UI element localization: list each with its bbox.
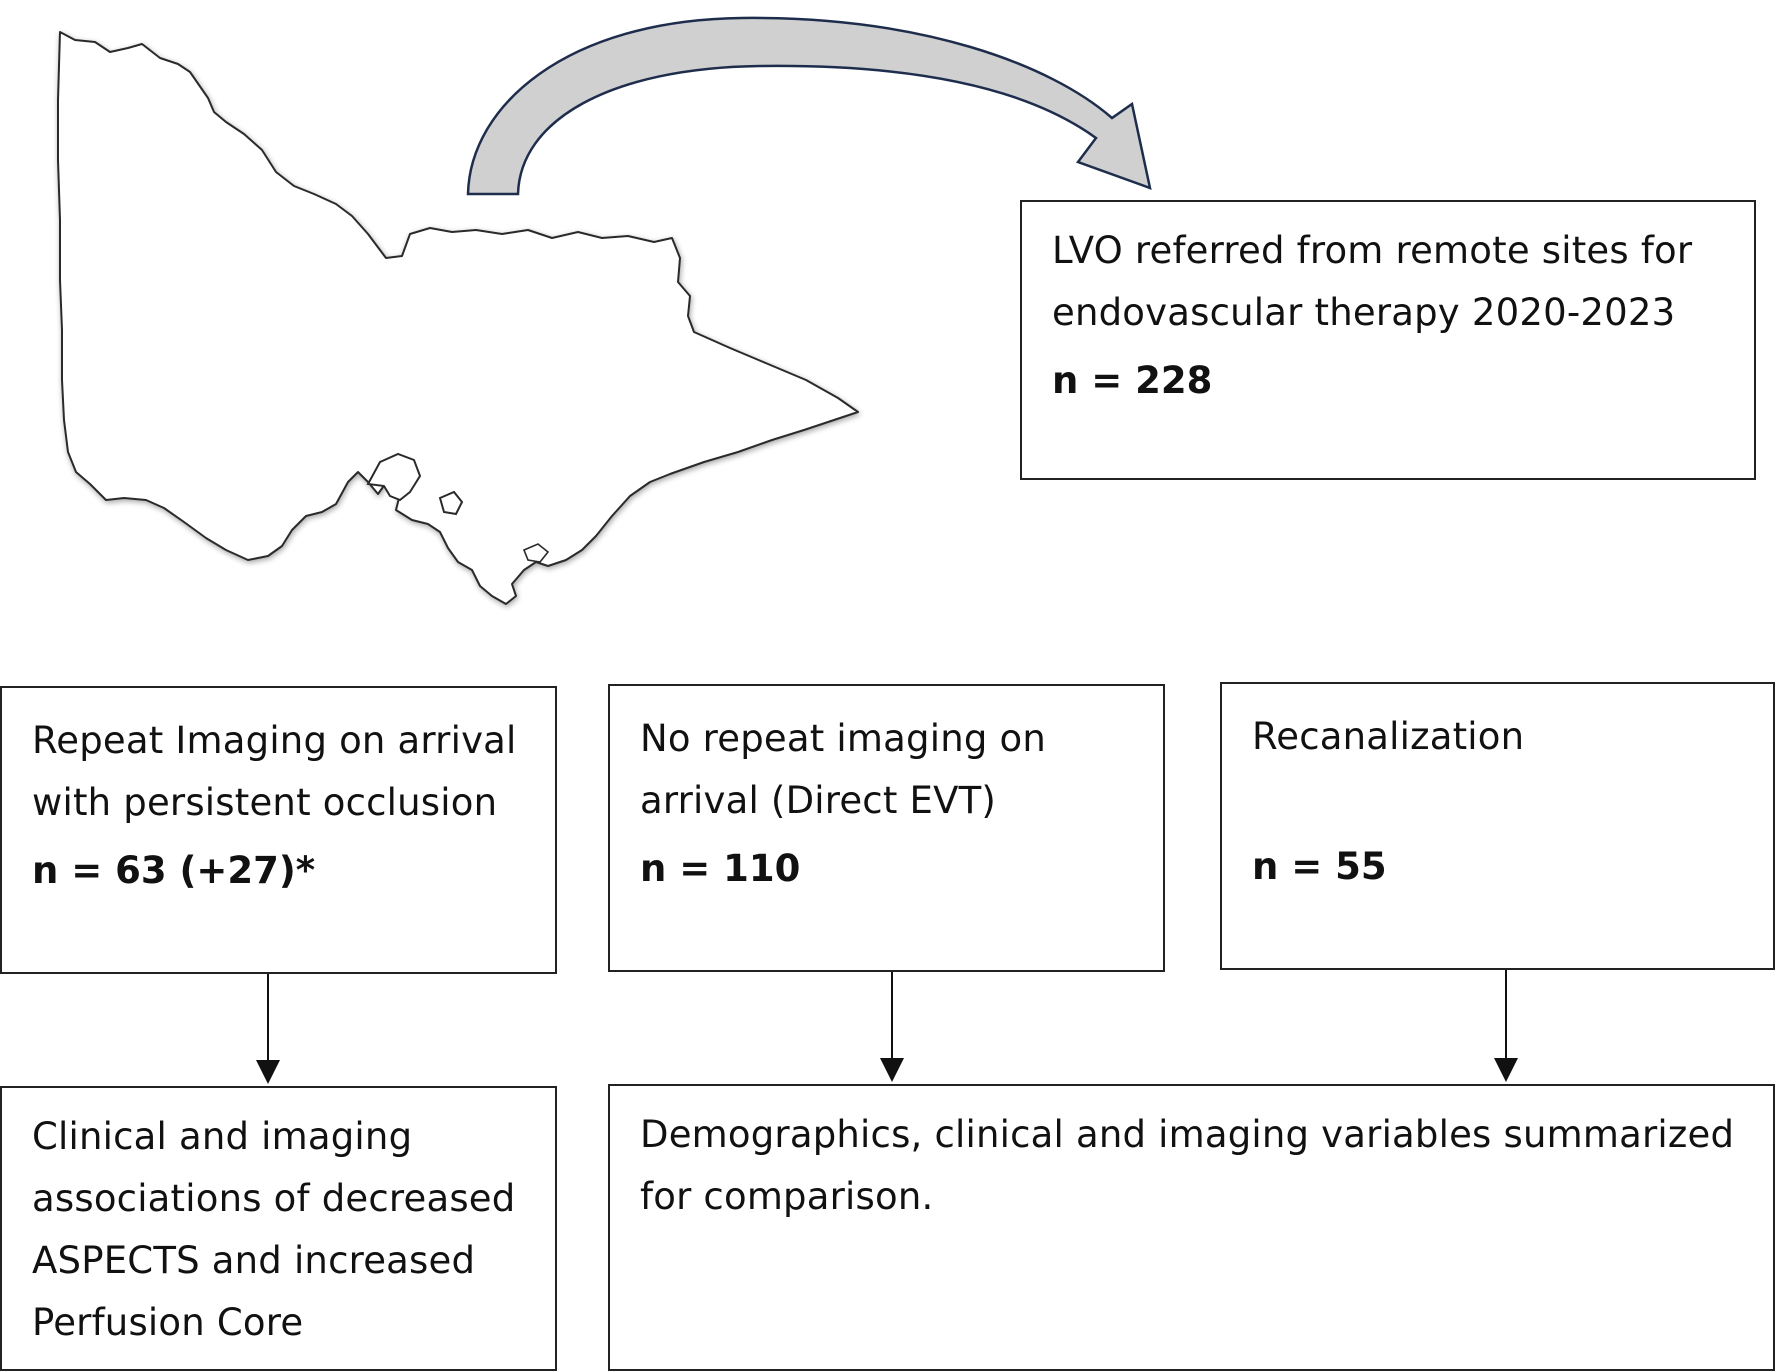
repeat-imaging-count: n = 63 (+27)* (32, 849, 316, 892)
repeat-imaging-box: Repeat Imaging on arrival with persisten… (0, 686, 557, 974)
western-port-inlet (438, 490, 464, 516)
comparison-outcome-box: Demographics, clinical and imaging varia… (608, 1084, 1775, 1371)
no-repeat-imaging-box: No repeat imaging on arrival (Direct EVT… (608, 684, 1165, 972)
recanalization-count: n = 55 (1252, 845, 1387, 888)
connector-norepeat-to-comparison (880, 972, 904, 1082)
aspects-outcome-box: Clinical and imaging associations of dec… (0, 1086, 557, 1371)
no-repeat-imaging-title: No repeat imaging on arrival (Direct EVT… (640, 717, 1046, 822)
connector-repeat-to-aspects (256, 974, 280, 1084)
recanalization-box: Recanalization n = 55 (1220, 682, 1775, 970)
corner-inlet (522, 543, 550, 563)
referred-count: n = 228 (1052, 359, 1213, 402)
referred-title: LVO referred from remote sites for endov… (1052, 229, 1693, 334)
aspects-outcome-title: Clinical and imaging associations of dec… (32, 1115, 516, 1344)
connector-recanalization-to-comparison (1494, 970, 1518, 1082)
repeat-imaging-title: Repeat Imaging on arrival with persisten… (32, 719, 517, 824)
bay-inlet (366, 452, 422, 502)
recanalization-title: Recanalization (1252, 715, 1525, 758)
no-repeat-imaging-count: n = 110 (640, 847, 801, 890)
referred-box: LVO referred from remote sites for endov… (1020, 200, 1756, 480)
curved-arrow (466, 16, 1152, 196)
state-map-outline (57, 31, 859, 605)
comparison-outcome-title: Demographics, clinical and imaging varia… (640, 1113, 1735, 1218)
